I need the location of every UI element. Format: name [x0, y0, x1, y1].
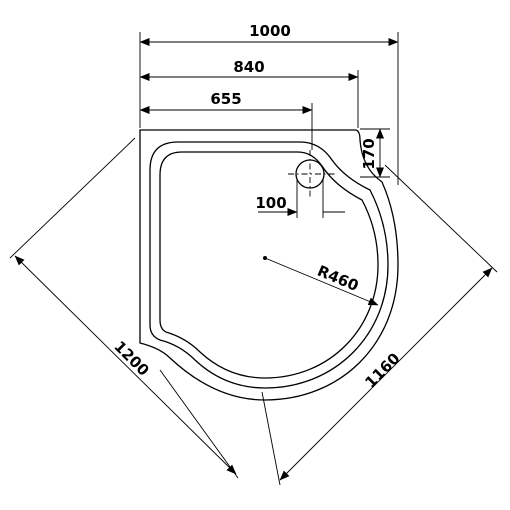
center-point	[263, 256, 267, 260]
extension-lines	[9, 32, 498, 486]
basin-inner-line	[159, 151, 379, 379]
basin-outer-line	[149, 141, 389, 389]
label-655: 655	[210, 90, 241, 108]
label-1160: 1160	[361, 349, 403, 391]
label-1000: 1000	[249, 22, 291, 40]
label-1200: 1200	[110, 337, 152, 379]
dim-line-1200	[14, 255, 237, 475]
label-r460: R460	[315, 262, 361, 295]
label-100: 100	[255, 194, 286, 212]
label-840: 840	[233, 58, 264, 76]
label-170: 170	[360, 138, 378, 169]
dim-line-1160	[279, 267, 493, 481]
